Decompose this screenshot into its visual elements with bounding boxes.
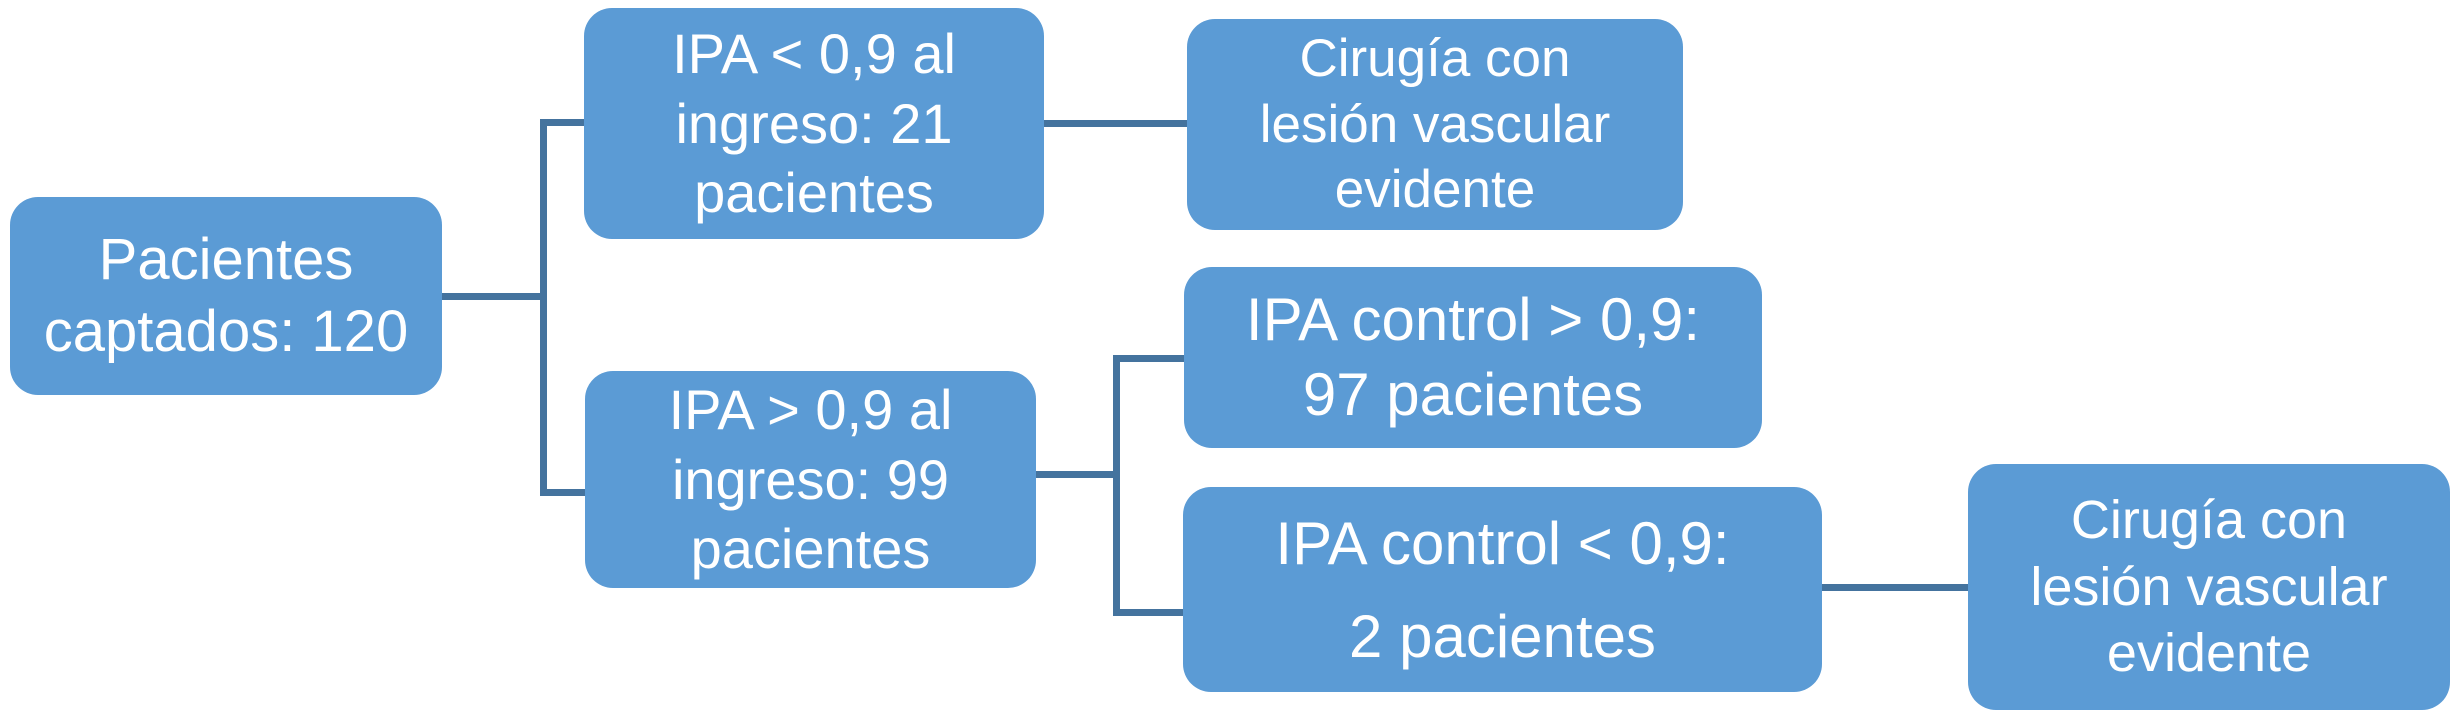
- connector-control-menor-to-cirugia-2: [1822, 584, 1968, 591]
- node-cirugia-lesion-vascular-1: Cirugía con lesión vascular evidente: [1187, 19, 1683, 230]
- node-cirugia-lesion-vascular-2-label: Cirugía con lesión vascular evidente: [2030, 489, 2388, 684]
- node-ipa-ingreso-menor: IPA < 0,9 al ingreso: 21 pacientes: [584, 8, 1044, 239]
- node-ipa-control-menor: IPA control < 0,9: 2 pacientes: [1183, 487, 1822, 692]
- node-pacientes-captados: Pacientes captados: 120: [10, 197, 442, 395]
- node-cirugia-lesion-vascular-2: Cirugía con lesión vascular evidente: [1968, 464, 2450, 710]
- connector-branch-vertical-left: [540, 119, 547, 496]
- node-ipa-control-menor-label: IPA control < 0,9: 2 pacientes: [1275, 509, 1730, 670]
- node-ipa-ingreso-mayor-label: IPA > 0,9 al ingreso: 99 pacientes: [668, 378, 953, 581]
- connector-branch-vertical-right: [1113, 355, 1120, 616]
- connector-branch-to-control-mayor: [1113, 355, 1184, 362]
- node-ipa-ingreso-menor-label: IPA < 0,9 al ingreso: 21 pacientes: [672, 22, 956, 225]
- connector-ipa-menor-to-cirugia-1: [1044, 120, 1187, 127]
- connector-branch-to-ipa-menor: [540, 119, 584, 126]
- node-pacientes-captados-label: Pacientes captados: 120: [43, 227, 409, 364]
- node-ipa-ingreso-mayor: IPA > 0,9 al ingreso: 99 pacientes: [585, 371, 1036, 588]
- connector-branch-to-control-menor: [1113, 609, 1183, 616]
- node-ipa-control-mayor-label: IPA control > 0,9: 97 pacientes: [1245, 286, 1701, 428]
- connector-captados-to-branch: [442, 293, 547, 300]
- node-ipa-control-mayor: IPA control > 0,9: 97 pacientes: [1184, 267, 1762, 448]
- node-cirugia-lesion-vascular-1-label: Cirugía con lesión vascular evidente: [1259, 28, 1611, 220]
- connector-branch-to-ipa-mayor: [540, 489, 585, 496]
- connector-ipa-mayor-to-branch: [1036, 471, 1120, 478]
